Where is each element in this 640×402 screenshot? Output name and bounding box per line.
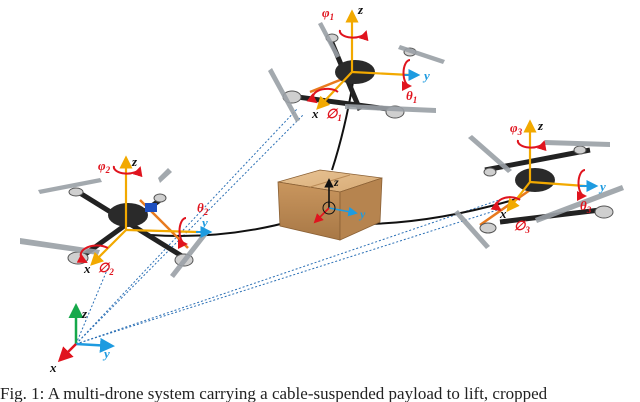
drone-3-propellers <box>454 135 624 249</box>
drone-2-roll-label: φ2 <box>98 158 111 175</box>
drone-3-roll-label: φ3 <box>510 120 523 137</box>
drone-1-pitch-label: θ1 <box>406 88 417 105</box>
drone-1-z-label: z <box>357 2 364 17</box>
drone-3: φ3 z y θ3 x ∅3 <box>454 118 624 249</box>
drone-3-pitch-arrow <box>576 169 587 201</box>
drone-3-pitch-label: θ3 <box>580 198 592 215</box>
cable-drone-3 <box>369 197 521 225</box>
drone-2: φ2 z θ2 y x ∅2 <box>20 154 213 278</box>
drone-2-propellers <box>20 168 209 278</box>
sightline-drone-3 <box>75 197 506 345</box>
drone-3-y-axis <box>529 180 586 188</box>
payload-y-axis <box>328 206 358 217</box>
drone-3-y-label: y <box>598 179 606 194</box>
drone-3-x-axis <box>506 181 531 213</box>
drone-1: φ1 z y θ1 x ∅1 <box>268 2 445 123</box>
drone-1-y-axis <box>351 70 411 77</box>
world-z-label: z <box>81 306 88 321</box>
payload-z-label: z <box>333 175 339 189</box>
drone-3-yaw-label: ∅3 <box>514 218 530 235</box>
drone-1-roll-arrow <box>338 29 369 42</box>
drone-1-y-label: y <box>422 68 430 83</box>
sightline-drone-2 <box>75 262 111 345</box>
drone-2-roll-arrow <box>112 165 143 178</box>
drone-2-z-label: z <box>131 154 138 169</box>
drone-2-yaw-label: ∅2 <box>98 260 114 277</box>
drone-3-body <box>479 145 614 234</box>
sightlines <box>75 107 511 345</box>
payload-frame: z y <box>313 175 366 224</box>
drone-2-yaw-arrow <box>76 244 109 263</box>
world-x-axis <box>57 343 77 363</box>
drone-1-pitch-arrow <box>401 59 412 91</box>
world-y-axis <box>75 337 115 353</box>
drone-1-x-label: x <box>311 106 319 121</box>
drone-3-x-label: x <box>499 206 507 221</box>
drone-2-x-label: x <box>83 261 91 276</box>
drone-2-y-axis <box>125 228 199 234</box>
payload-x-axis <box>313 207 330 224</box>
world-frame: z y x <box>49 303 115 375</box>
drone-2-pitch-arrow <box>177 217 188 249</box>
drone-2-y-label: y <box>200 215 208 230</box>
sightline-drone-1 <box>75 114 304 345</box>
drone-1-yaw-arrow <box>306 87 339 104</box>
drone-1-yaw-label: ∅1 <box>326 106 342 123</box>
drone-2-x-axis <box>90 229 127 266</box>
drone-2-body <box>67 187 194 267</box>
drone-3-yaw-arrow <box>490 196 521 212</box>
drone-2-pitch-label: θ2 <box>197 200 209 217</box>
drone-1-roll-label: φ1 <box>322 5 334 22</box>
world-y-label: y <box>102 346 110 361</box>
figure-caption: Fig. 1: A multi-drone system carrying a … <box>0 384 548 402</box>
drone-3-roll-arrow <box>516 139 547 152</box>
payload-y-label: y <box>358 207 366 221</box>
cable-drone-1 <box>331 81 354 171</box>
drone-1-propellers <box>268 22 445 122</box>
drone-3-z-label: z <box>537 118 544 133</box>
payload-box <box>277 169 383 241</box>
world-x-label: x <box>49 360 57 375</box>
